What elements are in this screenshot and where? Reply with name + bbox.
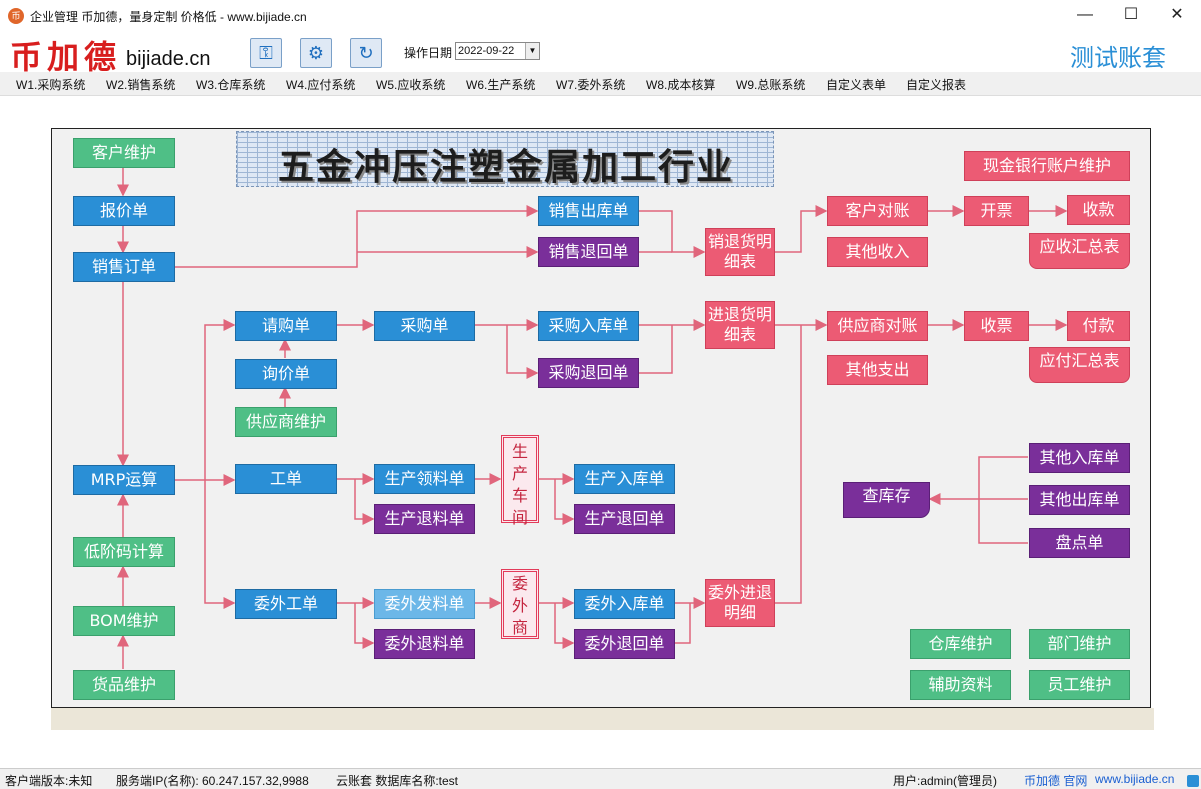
sales-out-button[interactable]: 销售出库单 [538, 196, 639, 226]
other-income-button[interactable]: 其他收入 [827, 237, 928, 267]
sales-order-button[interactable]: 销售订单 [73, 252, 175, 282]
purchase-detail-button[interactable]: 进退货明细表 [705, 301, 775, 349]
inquiry-button[interactable]: 询价单 [235, 359, 337, 389]
menu-receivable[interactable]: W5.应收系统 [376, 78, 446, 92]
site-name-link[interactable]: 币加德 官网 [1024, 774, 1088, 788]
quote-button[interactable]: 报价单 [73, 196, 175, 226]
outsource-issue-button[interactable]: 委外发料单 [374, 589, 475, 619]
prod-in-button[interactable]: 生产入库单 [574, 464, 675, 494]
site-url-link[interactable]: www.bijiade.cn [1095, 772, 1175, 786]
menu-bar: W1.采购系统 W2.销售系统 W3.仓库系统 W4.应付系统 W5.应收系统 … [0, 72, 1201, 96]
invoice-button[interactable]: 开票 [964, 196, 1029, 226]
stocktake-button[interactable]: 盘点单 [1029, 528, 1130, 558]
menu-payable[interactable]: W4.应付系统 [286, 78, 356, 92]
outsource-return-button[interactable]: 委外退回单 [574, 629, 675, 659]
sales-detail-button[interactable]: 销退货明细表 [705, 228, 775, 276]
prod-issue-button[interactable]: 生产领料单 [374, 464, 475, 494]
menu-purchase[interactable]: W1.采购系统 [16, 78, 86, 92]
purchase-order-button[interactable]: 采购单 [374, 311, 475, 341]
menu-costing[interactable]: W8.成本核算 [646, 78, 716, 92]
date-value: 2022-09-22 [458, 45, 515, 57]
banner-title: 五金冲压注塑金属加工行业 [277, 146, 734, 188]
ar-summary-button[interactable]: 应收汇总表 [1029, 233, 1130, 269]
mrp-button[interactable]: MRP运算 [73, 465, 175, 495]
purchase-in-button[interactable]: 采购入库单 [538, 311, 639, 341]
chevron-down-icon[interactable]: ▼ [525, 43, 539, 59]
menu-custom-form[interactable]: 自定义表单 [826, 78, 887, 92]
menu-warehouse[interactable]: W3.仓库系统 [196, 78, 266, 92]
menu-ledger[interactable]: W9.总账系统 [736, 78, 806, 92]
operation-date-picker[interactable]: 2022-09-22 ▼ [455, 42, 540, 60]
menu-custom-report[interactable]: 自定义报表 [906, 78, 967, 92]
brand-domain: bijiade.cn [126, 48, 211, 70]
maximize-button[interactable]: ☐ [1123, 6, 1139, 23]
industry-banner: 五金冲压注塑金属加工行业 [236, 131, 774, 188]
menu-outsource[interactable]: W7.委外系统 [556, 78, 626, 92]
refresh-icon: ↻ [358, 43, 374, 63]
database-name: 云账套 数据库名称:test [336, 774, 459, 788]
minimize-button[interactable]: — [1077, 6, 1093, 23]
aux-data-button[interactable]: 辅助资料 [910, 670, 1011, 700]
warehouse-maintain-button[interactable]: 仓库维护 [910, 629, 1011, 659]
customer-recon-button[interactable]: 客户对账 [827, 196, 928, 226]
sales-return-button[interactable]: 销售退回单 [538, 237, 639, 267]
current-user: 用户:admin(管理员) [893, 774, 998, 788]
bom-maintain-button[interactable]: BOM维护 [73, 606, 175, 636]
other-expense-button[interactable]: 其他支出 [827, 355, 928, 385]
staff-maintain-button[interactable]: 员工维护 [1029, 670, 1130, 700]
settings-button[interactable]: ⚙ [300, 38, 332, 68]
window-title: 企业管理 币加德，量身定制 价格低 - www.bijiade.cn [30, 10, 307, 24]
outsource-in-button[interactable]: 委外入库单 [574, 589, 675, 619]
key-button[interactable]: ⚿ [250, 38, 282, 68]
canvas-footer [51, 708, 1154, 730]
outsource-order-button[interactable]: 委外工单 [235, 589, 337, 619]
workshop-label: 生产车间 [501, 435, 539, 527]
prod-return-material-button[interactable]: 生产退料单 [374, 504, 475, 534]
client-version: 客户端版本:未知 [5, 774, 93, 788]
receive-payment-button[interactable]: 收款 [1067, 195, 1130, 225]
prod-return-button[interactable]: 生产退回单 [574, 504, 675, 534]
ap-summary-button[interactable]: 应付汇总表 [1029, 347, 1130, 383]
server-ip: 服务端IP(名称): 60.247.157.32,9988 [116, 774, 309, 788]
other-in-button[interactable]: 其他入库单 [1029, 443, 1130, 473]
refresh-button[interactable]: ↻ [350, 38, 382, 68]
status-bar: 客户端版本:未知 服务端IP(名称): 60.247.157.32,9988 云… [0, 768, 1201, 789]
date-label: 操作日期 [404, 46, 453, 60]
account-name: 测试账套 [1070, 45, 1166, 72]
menu-production[interactable]: W6.生产系统 [466, 78, 536, 92]
close-button[interactable]: ✕ [1170, 6, 1184, 23]
app-logo-icon: 币 [8, 8, 24, 24]
resize-grip-icon[interactable] [1187, 775, 1199, 787]
dept-maintain-button[interactable]: 部门维护 [1029, 629, 1130, 659]
gear-icon: ⚙ [307, 43, 325, 63]
supplier-recon-button[interactable]: 供应商对账 [827, 311, 928, 341]
receive-invoice-button[interactable]: 收票 [964, 311, 1029, 341]
work-order-button[interactable]: 工单 [235, 464, 337, 494]
other-out-button[interactable]: 其他出库单 [1029, 485, 1130, 515]
cash-bank-button[interactable]: 现金银行账户维护 [964, 151, 1130, 181]
purchase-request-button[interactable]: 请购单 [235, 311, 337, 341]
outsourcer-label: 委外商 [501, 569, 539, 639]
key-icon: ⚿ [259, 43, 273, 63]
customer-maintain-button[interactable]: 客户维护 [73, 138, 175, 168]
pay-button[interactable]: 付款 [1067, 311, 1130, 341]
outsource-return-material-button[interactable]: 委外退料单 [374, 629, 475, 659]
item-maintain-button[interactable]: 货品维护 [73, 670, 175, 700]
brand-logo: 币加德 [10, 38, 122, 76]
menu-sales[interactable]: W2.销售系统 [106, 78, 176, 92]
outsource-detail-button[interactable]: 委外进退明细 [705, 579, 775, 627]
title-bar: 币 企业管理 币加德，量身定制 价格低 - www.bijiade.cn — ☐… [0, 0, 1201, 30]
purchase-return-button[interactable]: 采购退回单 [538, 358, 639, 388]
inventory-query-button[interactable]: 查库存 [843, 482, 930, 518]
supplier-maintain-button[interactable]: 供应商维护 [235, 407, 337, 437]
low-level-code-button[interactable]: 低阶码计算 [73, 537, 175, 567]
